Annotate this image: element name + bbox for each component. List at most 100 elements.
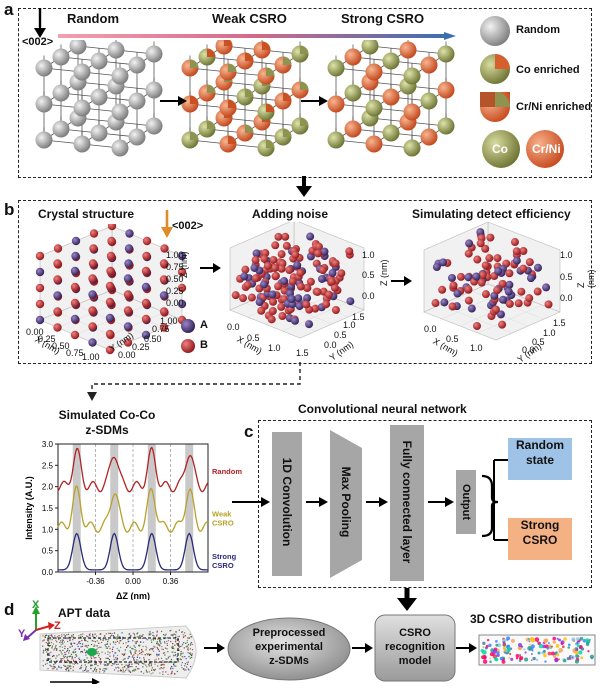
- detect-efficiency-plot: [423, 222, 561, 341]
- maxpool-layer-label: Max Pooling: [339, 466, 353, 538]
- preprocess-to-model-arrow: [352, 643, 373, 653]
- plot1-z-label: Z (nm): [179, 251, 189, 279]
- plot1-z-tick: 1.00: [166, 250, 184, 260]
- scatter-arrow-2: [391, 276, 412, 286]
- y-tick-label: 0.0: [42, 568, 54, 577]
- selection-box: [47, 637, 179, 663]
- plot1-x-tick: 0.25: [38, 334, 56, 344]
- random-state-output: [508, 438, 572, 480]
- connector-b-to-chart: [87, 362, 301, 401]
- y-tick-label: 3.0: [42, 440, 54, 449]
- conv-layer-label: 1D Convolution: [280, 457, 294, 547]
- plot2-x-tick: 0.0: [227, 322, 240, 332]
- legend-crni-enriched-sphere: [480, 92, 510, 122]
- plot3-x-tick: 0.0: [424, 324, 437, 334]
- legend-crni-sphere: [526, 130, 564, 168]
- lattice-weak: [181, 40, 309, 157]
- legend-a-sphere: [181, 319, 195, 333]
- plot1-z-tick: 0.50: [166, 274, 184, 284]
- plot2-z-label: Z (nm): [379, 259, 389, 287]
- axis-y-label: Y: [18, 628, 26, 640]
- panel-a-gradient-arrow: [58, 32, 456, 40]
- cnn-diagram: [232, 425, 572, 581]
- legend-crni-enriched-label: Cr/Ni enriched: [516, 101, 592, 113]
- lattice-grey: [35, 40, 163, 157]
- conv-layer-block: [272, 432, 302, 576]
- apt-dots: [39, 625, 197, 679]
- plot1-z-tick: 0.75: [166, 262, 184, 272]
- y-axis-label: Intensity (A.U.): [24, 476, 34, 540]
- model-to-result-arrow: [456, 643, 477, 653]
- crystal-structure-plot: [35, 224, 187, 355]
- plot2-x-tick: 1.0: [268, 343, 281, 353]
- plot3-title: Simulating detect efficiency: [412, 207, 571, 221]
- y-tick-label: 1.0: [42, 525, 54, 534]
- peak-band: [72, 444, 81, 572]
- plot1-z-tick: 0.00: [166, 298, 184, 308]
- panel-a-direction-arrow: [34, 8, 46, 38]
- plot1-y-tick: 0.75: [152, 324, 170, 334]
- series-label: Weak: [212, 510, 232, 519]
- chart-title-line: Simulated Co-Co z-SDMs: [42, 408, 172, 438]
- plot2-y-tick: 1.5: [352, 312, 365, 322]
- preprocess-ellipse: [227, 617, 351, 681]
- fc-layer-label: Fully connected layer: [400, 440, 414, 564]
- chart-title: Simulated Co-Co z-SDMs: [58, 408, 156, 437]
- plot1-title: Crystal structure: [38, 207, 135, 221]
- plot2-z-tick: 0.0: [362, 291, 375, 301]
- plot1-z-tick: 0.25: [166, 286, 184, 296]
- series-label: CSRO: [212, 519, 234, 528]
- plot1-x-tick: 1.00: [82, 352, 100, 362]
- plot2-y-tick: 0.0: [324, 340, 337, 350]
- atoms: [431, 228, 553, 331]
- apt-to-preprocess-arrow: [204, 643, 225, 653]
- x-axis-label: ΔZ (nm): [116, 591, 150, 600]
- plot2-z-tick: 0.5: [362, 270, 375, 280]
- plot3-y-tick: 1.0: [543, 328, 556, 338]
- x-tick-label: 0.36: [163, 577, 179, 586]
- plot3-y-tick: 1.5: [553, 318, 566, 328]
- legend-b-label: B: [200, 339, 208, 351]
- series-label: Strong: [212, 552, 237, 561]
- y-tick-label: 2.0: [42, 483, 54, 492]
- plot3-x-tick: 1.0: [470, 343, 483, 353]
- plot2-z-tick: 1.0: [362, 250, 375, 260]
- plot1-x-tick: 0.50: [52, 341, 70, 351]
- peak-band: [185, 444, 194, 572]
- y-tick-label: 1.5: [42, 504, 54, 513]
- legend-co-enriched-sphere: [480, 54, 510, 84]
- panel-c-title: Convolutional neural network: [298, 402, 467, 416]
- atoms: [35, 224, 187, 355]
- axis-x-label: X: [32, 599, 40, 611]
- plot2-title: Adding noise: [252, 207, 328, 221]
- arrow-c-to-d: [397, 588, 417, 611]
- legend-a-label: A: [200, 319, 208, 331]
- apt-tip-volume: [39, 625, 197, 684]
- plot3-y-tick: 0.0: [522, 345, 535, 355]
- plot2-y-tick: 0.5: [334, 330, 347, 340]
- apt-data-label: APT data: [58, 606, 111, 620]
- model-label: CSRO recognition model: [385, 627, 445, 667]
- cluster-marker: [87, 648, 97, 656]
- adding-noise-plot: [229, 222, 365, 339]
- lattice-models: [35, 40, 455, 157]
- series-weak-csro-line: [57, 484, 209, 534]
- legend-co-enriched-label: Co enriched: [516, 64, 580, 76]
- peak-band: [110, 444, 119, 572]
- lattice-arrow-1: [160, 96, 187, 106]
- plot2-x-tick: 1.5: [296, 348, 309, 358]
- output-layer-label: Output: [460, 483, 472, 521]
- legend-crni-label: Cr/Ni: [532, 142, 561, 156]
- result-label: 3D CSRO distribution: [470, 612, 593, 626]
- stage-label-random: Random: [67, 11, 119, 26]
- plot3-z-tick: 0.0: [560, 293, 573, 303]
- panel-a-letter: a: [4, 0, 14, 19]
- random-state-label: Random state: [516, 438, 564, 467]
- legend-b-sphere: [181, 339, 195, 353]
- csro-clusters: [480, 636, 595, 664]
- lattice-strong: [327, 40, 455, 157]
- x-tick-label: 0.00: [125, 577, 141, 586]
- y-tick-label: 0.5: [42, 547, 54, 556]
- y-tick-label: 2.5: [42, 461, 54, 470]
- output-layer-block: [456, 470, 476, 534]
